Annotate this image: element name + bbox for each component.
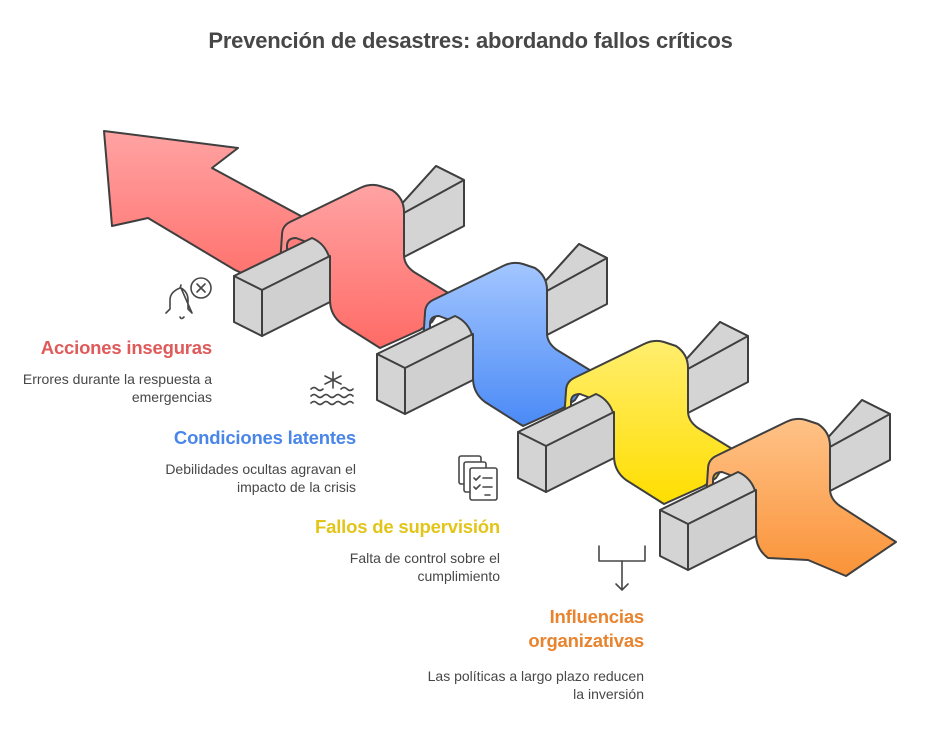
description-line: Las políticas a largo plazo reducen bbox=[427, 668, 644, 684]
beam-ribbon-unit-4 bbox=[659, 399, 897, 577]
item-description: Debilidades ocultas agravan el impacto d… bbox=[0, 460, 356, 496]
item-heading: Condiciones latentes bbox=[173, 427, 356, 448]
heading-line: Influencias bbox=[549, 606, 645, 627]
item-heading: Acciones inseguras bbox=[40, 337, 212, 358]
merge-down-arrow-icon bbox=[598, 545, 646, 591]
item-acciones-inseguras: Acciones inseguras Errores durante la re… bbox=[0, 336, 212, 406]
snowflake-waves-icon bbox=[310, 371, 354, 406]
item-heading: Influencias organizativas bbox=[0, 605, 644, 653]
description-line: Errores durante la respuesta a bbox=[22, 371, 212, 387]
beam-ribbon-unit-3 bbox=[517, 321, 749, 505]
description-line: cumplimiento bbox=[417, 568, 500, 584]
description-line: impacto de la crisis bbox=[236, 479, 356, 495]
bell-x-icon bbox=[165, 277, 212, 320]
description-line: emergencias bbox=[131, 389, 212, 405]
item-description: Errores durante la respuesta a emergenci… bbox=[0, 370, 212, 406]
page-title: Prevención de desastres: abordando fallo… bbox=[208, 28, 733, 53]
beam-ribbon-unit-1 bbox=[233, 165, 465, 349]
item-heading: Fallos de supervisión bbox=[315, 516, 500, 537]
item-influencias-organizativas: Influencias organizativas Las políticas … bbox=[0, 605, 645, 703]
description-line: Falta de control sobre el bbox=[349, 550, 500, 566]
item-description: Las políticas a largo plazo reducen la i… bbox=[0, 667, 644, 703]
beam-ribbon-unit-2 bbox=[376, 243, 608, 427]
item-description: Falta de control sobre el cumplimiento bbox=[0, 549, 500, 585]
item-fallos-de-supervision: Fallos de supervisión Falta de control s… bbox=[0, 515, 500, 585]
item-condiciones-latentes: Condiciones latentes Debilidades ocultas… bbox=[0, 426, 356, 496]
description-line: la inversión bbox=[573, 686, 644, 702]
checklist-stack-icon bbox=[458, 455, 498, 501]
description-line: Debilidades ocultas agravan el bbox=[165, 461, 356, 477]
heading-line: organizativas bbox=[528, 630, 644, 651]
